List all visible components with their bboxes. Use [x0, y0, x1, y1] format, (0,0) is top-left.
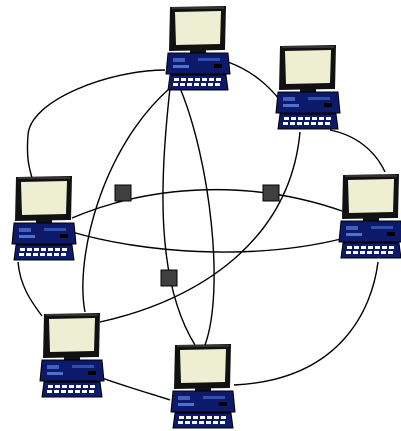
link-left-to-lower-left [17, 261, 43, 317]
computer-bottom [170, 343, 236, 429]
link-lower-left-to-bottom [101, 377, 171, 401]
link-top-to-bottom-center [162, 87, 196, 346]
link-upper-right-to-lower-left [99, 131, 301, 323]
link-top-to-bottom-right-arc [179, 87, 215, 346]
computer-right [338, 173, 401, 259]
computer-upper-right [275, 44, 341, 130]
junction-left [114, 184, 132, 202]
link-top-to-left-arc [26, 69, 166, 179]
link-top-to-upper-right [227, 61, 281, 101]
junctions [114, 184, 280, 287]
computer-left [11, 175, 77, 261]
network-links [17, 61, 386, 401]
link-left-to-right-horizontal [71, 188, 346, 219]
junction-center [160, 269, 178, 287]
junction-right [262, 184, 280, 202]
link-upper-right-to-right [329, 129, 386, 173]
link-right-to-bottom [233, 261, 379, 386]
link-top-to-bottom-left-arc [82, 87, 171, 313]
link-left-to-right-lower [71, 231, 346, 253]
computer-top [165, 5, 231, 91]
computer-lower-left [39, 312, 105, 398]
